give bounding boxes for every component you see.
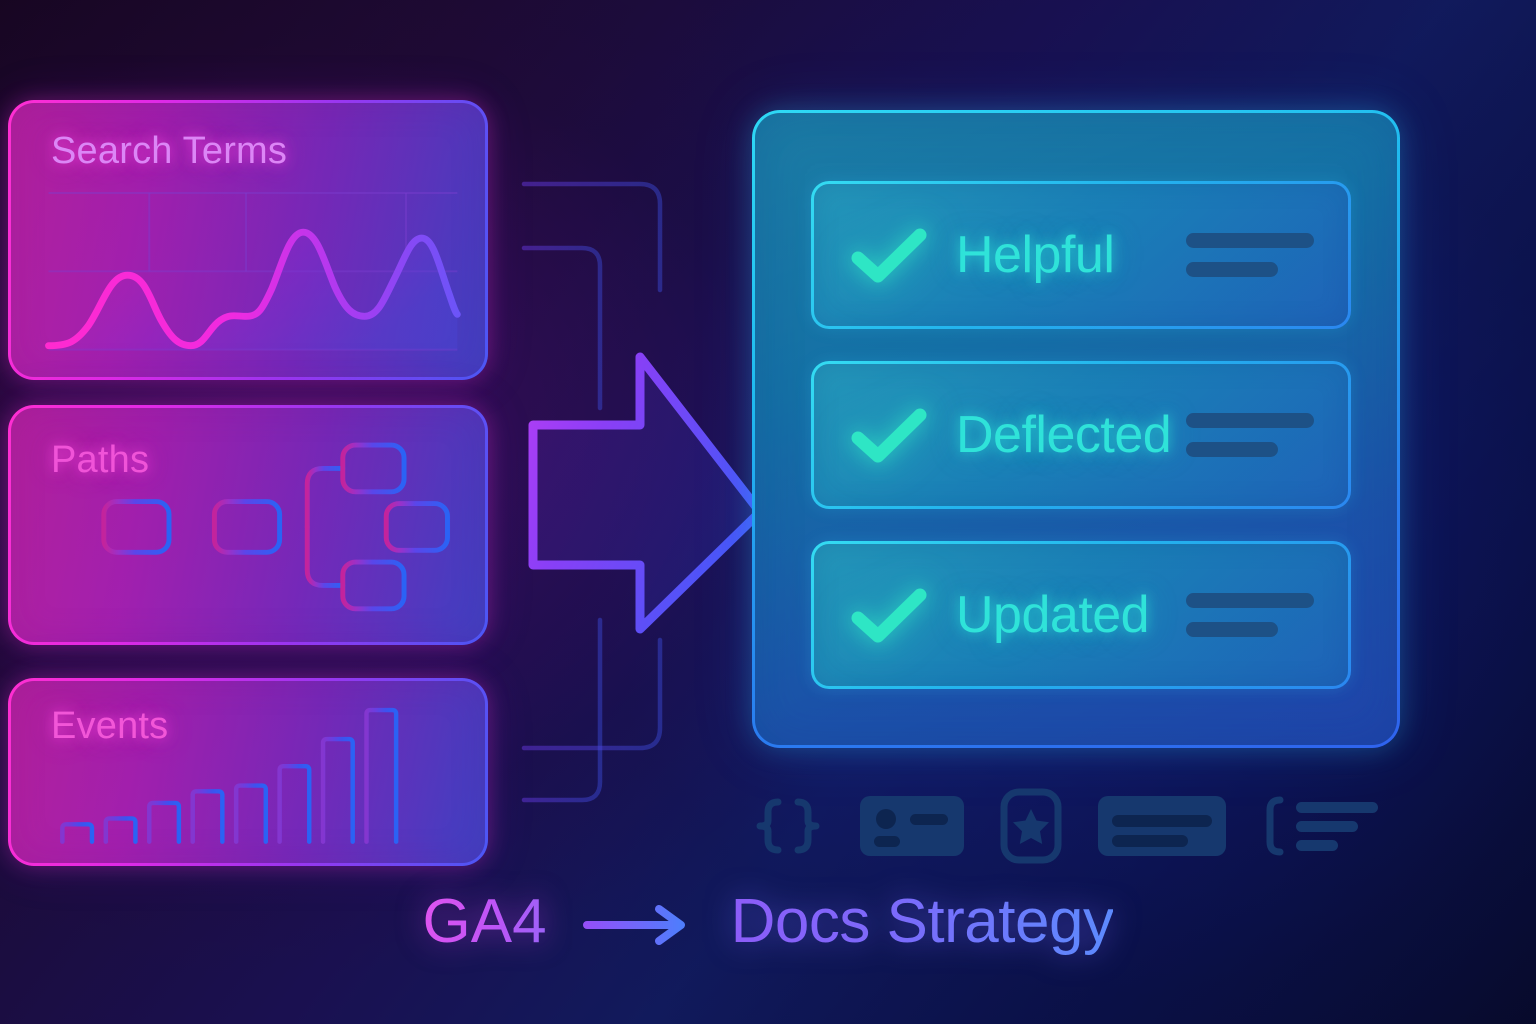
paths-diagram	[26, 442, 450, 612]
bar-line-short	[1186, 442, 1278, 457]
node-branch-top	[340, 442, 407, 495]
chart-line	[45, 228, 461, 350]
card-paths[interactable]: Paths	[8, 405, 488, 645]
card-events[interactable]: Events	[8, 678, 488, 866]
outcome-bars-deflected	[1186, 413, 1314, 457]
check-icon	[851, 228, 927, 283]
node-branch-middle	[383, 501, 450, 553]
bar-1	[60, 822, 95, 844]
content-type-icon-strip	[752, 788, 1400, 864]
bar-line-short	[1186, 622, 1278, 637]
caption-target-label: Docs Strategy	[730, 887, 1114, 956]
edge-branch-top	[304, 466, 346, 530]
chart-bars	[60, 707, 399, 844]
id-card-icon	[860, 796, 964, 856]
events-chart	[60, 707, 399, 844]
bar-6	[277, 764, 312, 844]
bar-4	[190, 789, 225, 844]
check-icon	[851, 588, 927, 643]
card-title-search-terms: Search Terms	[51, 130, 288, 172]
caption-arrow-icon	[582, 904, 685, 945]
chart-area-fill	[48, 232, 458, 350]
text-card-icon	[1098, 796, 1226, 856]
outcome-label-deflected: Deflected	[956, 406, 1172, 464]
outcome-bars-helpful	[1186, 233, 1314, 277]
bar-7	[320, 736, 355, 844]
connector-outer-bottom	[521, 637, 663, 751]
bar-line-short	[1186, 262, 1278, 277]
connector-outer-top	[521, 181, 663, 293]
card-title-events: Events	[51, 705, 169, 747]
outcome-row-updated[interactable]: Updated	[811, 541, 1351, 689]
connector-inner-top	[521, 245, 603, 411]
caption: GA4 Docs Strategy	[0, 886, 1536, 957]
outcome-label-helpful: Helpful	[956, 226, 1115, 284]
star-badge-icon	[1000, 788, 1062, 864]
bar-line-long	[1186, 593, 1314, 608]
outcomes-panel[interactable]: Helpful Deflected Updated	[752, 110, 1400, 748]
connector-inner-bottom	[521, 617, 603, 803]
caption-source-label: GA4	[422, 887, 547, 956]
bar-5	[233, 783, 268, 844]
outcome-row-deflected[interactable]: Deflected	[811, 361, 1351, 509]
curly-braces-icon	[756, 798, 820, 854]
bar-8	[364, 707, 399, 844]
outcome-label-updated: Updated	[956, 586, 1150, 644]
edge-branch-bottom	[304, 524, 346, 588]
bar-3	[147, 800, 182, 844]
card-search-terms[interactable]: Search Terms	[8, 100, 488, 380]
search-terms-chart	[45, 192, 461, 351]
bracket-text-icon	[1266, 796, 1378, 856]
bar-line-long	[1186, 413, 1314, 428]
check-icon	[851, 408, 927, 463]
node-branch-bottom	[340, 559, 407, 612]
flow-arrow-icon	[528, 352, 765, 634]
outcome-bars-updated	[1186, 593, 1314, 637]
outcome-row-helpful[interactable]: Helpful	[811, 181, 1351, 329]
card-title-paths: Paths	[51, 439, 150, 481]
bar-line-long	[1186, 233, 1314, 248]
bar-2	[103, 816, 138, 844]
